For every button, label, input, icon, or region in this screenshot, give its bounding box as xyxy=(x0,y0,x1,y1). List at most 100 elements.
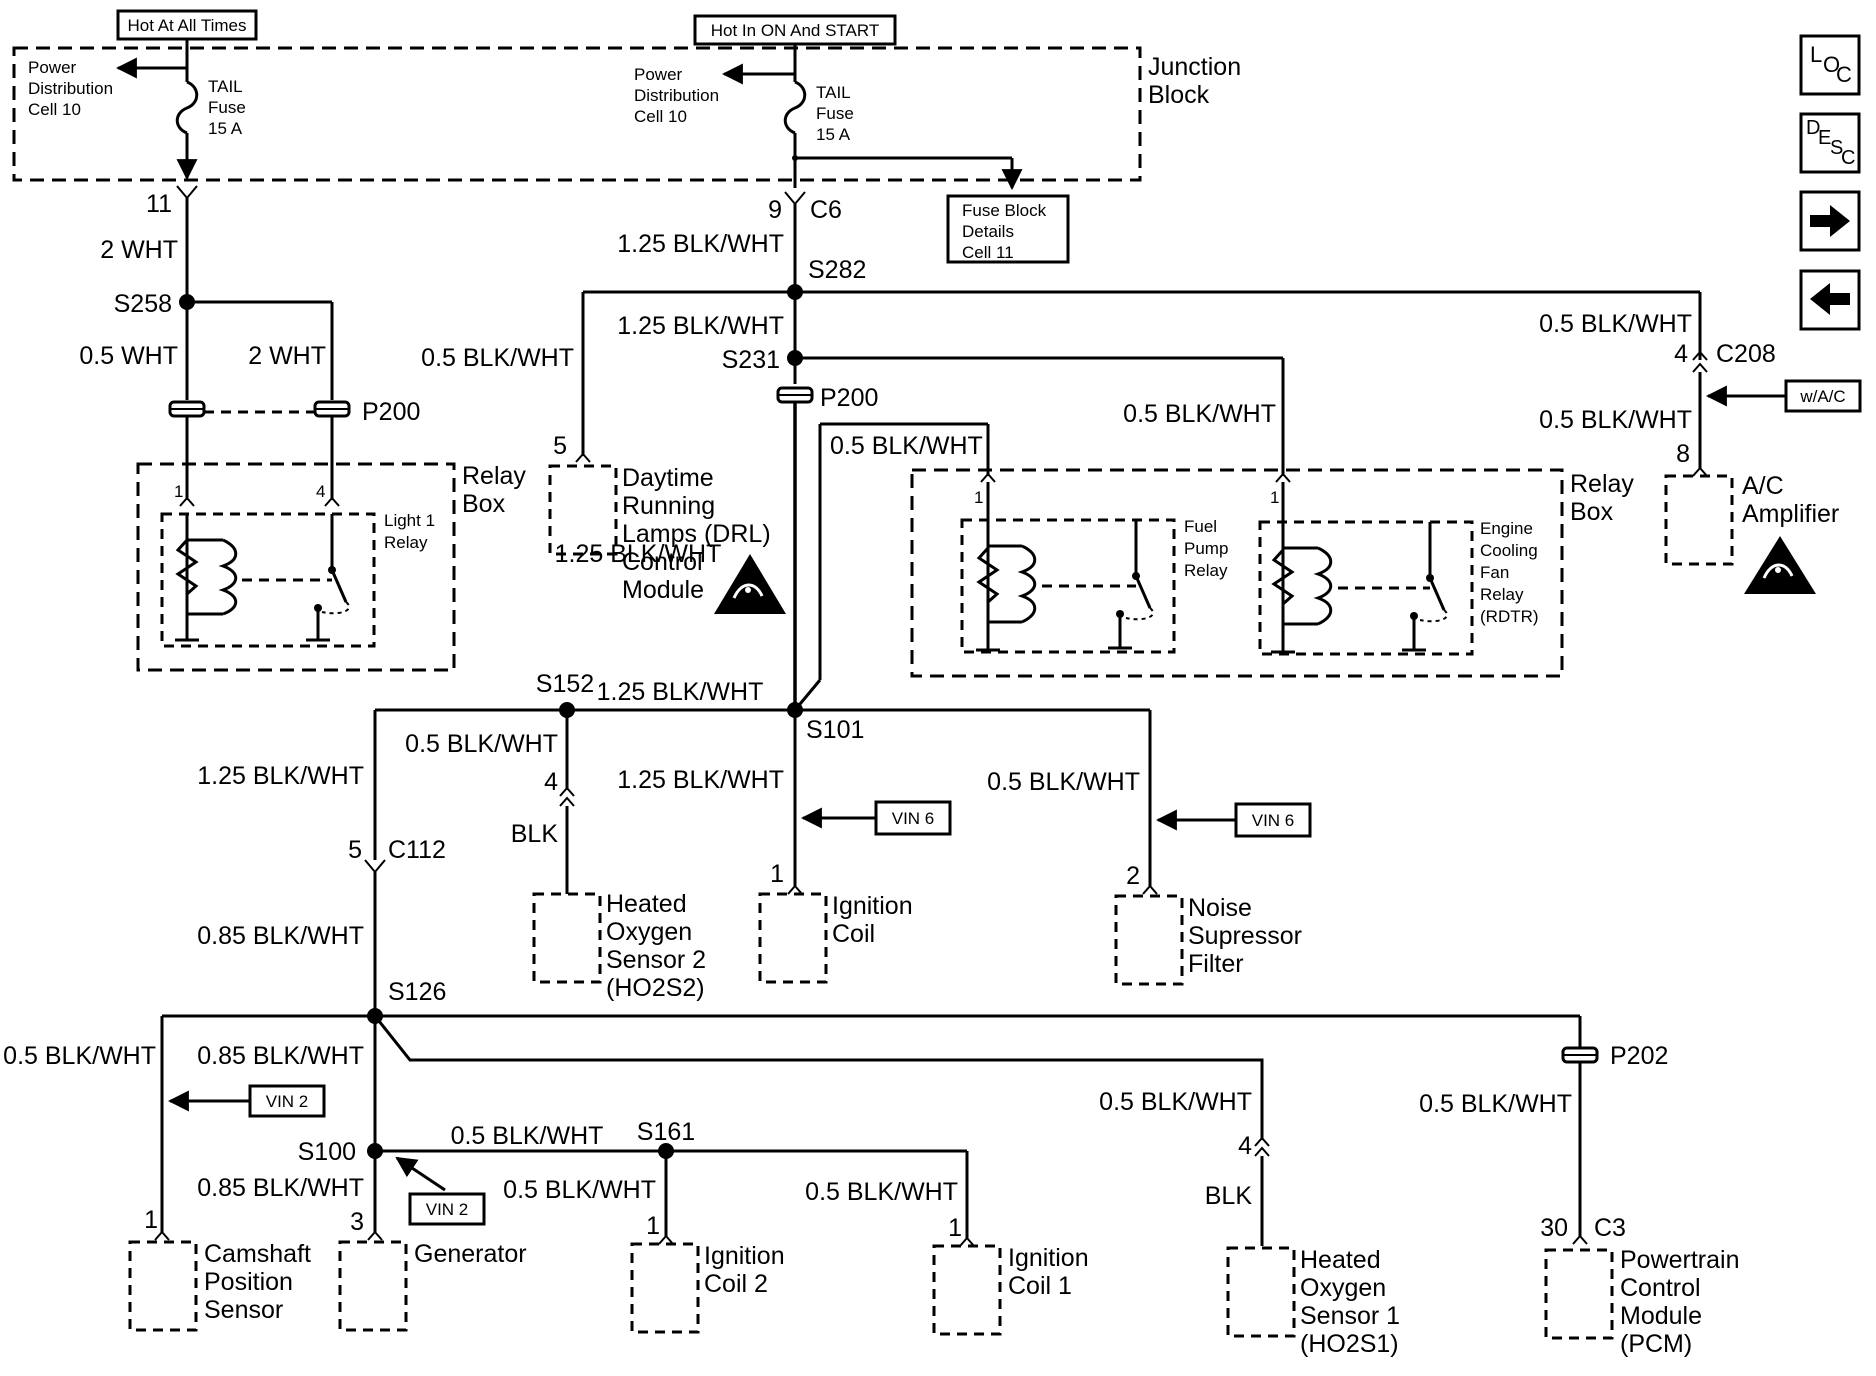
svg-text:Amplifier: Amplifier xyxy=(1742,500,1839,528)
wire-label: 0.5 BLK/WHT xyxy=(1419,1090,1572,1118)
wire-label: 1.25 BLK/WHT xyxy=(617,312,784,340)
splice-label: S282 xyxy=(808,256,866,284)
svg-text:Running: Running xyxy=(622,492,715,520)
loc-letter: O xyxy=(1823,52,1840,77)
wire-label: 0.85 BLK/WHT xyxy=(197,922,364,950)
next-page-button[interactable] xyxy=(1799,190,1861,252)
svg-text:Fuse Block: Fuse Block xyxy=(962,201,1047,220)
svg-text:Cell 11: Cell 11 xyxy=(962,243,1014,262)
tail-fuse-left: Power Distribution Cell 10 TAIL Fuse 15 … xyxy=(28,39,246,181)
svg-text:Fuse: Fuse xyxy=(208,98,246,117)
svg-text:Heated: Heated xyxy=(606,890,687,918)
svg-text:Ignition: Ignition xyxy=(832,892,913,920)
svg-text:Heated: Heated xyxy=(1300,1246,1381,1274)
esd-warning-icon xyxy=(1744,536,1816,594)
wire-label: 0.5 BLK/WHT xyxy=(1099,1088,1252,1116)
svg-text:Sensor 1: Sensor 1 xyxy=(1300,1302,1400,1330)
svg-text:Oxygen: Oxygen xyxy=(1300,1274,1386,1302)
desc-letter: D xyxy=(1806,117,1820,139)
svg-text:Filter: Filter xyxy=(1188,950,1244,978)
svg-text:Power: Power xyxy=(28,58,77,77)
svg-text:Power: Power xyxy=(634,65,683,84)
svg-text:VIN 2: VIN 2 xyxy=(426,1200,469,1219)
svg-text:Engine: Engine xyxy=(1480,519,1533,538)
svg-text:Block: Block xyxy=(1148,81,1210,109)
prev-page-button[interactable] xyxy=(1799,269,1861,331)
vin2-flag: VIN 2 xyxy=(167,1084,326,1118)
desc-button[interactable]: D E S C xyxy=(1799,112,1861,174)
connector-label: C112 xyxy=(388,836,446,864)
pin-label: 1 xyxy=(1270,488,1279,507)
powertrain-control-module: Powertrain Control Module (PCM) xyxy=(1544,1246,1740,1358)
svg-text:VIN 6: VIN 6 xyxy=(892,809,935,828)
vin6-flag: VIN 6 xyxy=(800,800,952,836)
svg-text:Ignition: Ignition xyxy=(704,1242,785,1270)
svg-text:Ignition: Ignition xyxy=(1008,1244,1089,1272)
loc-button[interactable]: L O C xyxy=(1799,34,1861,96)
ignition-coil-2: Ignition Coil 2 xyxy=(630,1242,785,1334)
junction-block-label: Junction Block xyxy=(1148,53,1241,109)
wire-label: 1.25 BLK/WHT xyxy=(617,766,784,794)
svg-text:Junction: Junction xyxy=(1148,53,1241,81)
svg-text:TAIL: TAIL xyxy=(816,83,851,102)
svg-text:Cooling: Cooling xyxy=(1480,541,1538,560)
wire-label: 1.25 BLK/WHT xyxy=(555,540,722,568)
desc-letter: S xyxy=(1830,137,1843,159)
svg-text:Powertrain: Powertrain xyxy=(1620,1246,1740,1274)
noise-suppressor-filter: Noise Supressor Filter xyxy=(1114,894,1302,986)
wire-label: 0.5 BLK/WHT xyxy=(451,1122,604,1150)
svg-text:Distribution: Distribution xyxy=(28,79,113,98)
wire-label: BLK xyxy=(1205,1182,1253,1210)
svg-text:Module: Module xyxy=(1620,1302,1702,1330)
svg-text:Relay: Relay xyxy=(1480,585,1524,604)
wire-label: 1.25 BLK/WHT xyxy=(197,762,364,790)
relay-box-left-label: Box xyxy=(462,490,506,518)
pin-label: 3 xyxy=(350,1208,364,1236)
loc-letter: C xyxy=(1836,62,1852,87)
pin-label: 5 xyxy=(553,432,567,460)
fuse-block-details-link[interactable]: Fuse Block Details Cell 11 xyxy=(946,194,1070,264)
pin-label: 1 xyxy=(144,1206,158,1234)
svg-text:VIN 2: VIN 2 xyxy=(266,1092,309,1111)
ac-amplifier: A/C Amplifier xyxy=(1664,472,1839,594)
pin-label: 4 xyxy=(1238,1132,1252,1160)
fuel-pump-relay: Fuel Pump Relay xyxy=(960,482,1228,654)
pin-label: 1 xyxy=(646,1212,660,1240)
pin-label: 1 xyxy=(974,488,983,507)
wire-label: 0.5 BLK/WHT xyxy=(421,344,574,372)
vin6-flag: VIN 6 xyxy=(1155,802,1312,838)
pin-label: 9 xyxy=(768,196,782,224)
wire-label: 0.5 BLK/WHT xyxy=(830,432,983,460)
pin-label: 4 xyxy=(1674,340,1688,368)
pin-label: 4 xyxy=(316,482,325,501)
svg-text:Distribution: Distribution xyxy=(634,86,719,105)
left-feed-circuit xyxy=(168,185,351,507)
splice-label: S100 xyxy=(298,1138,356,1166)
svg-text:(HO2S2): (HO2S2) xyxy=(606,974,705,1002)
vin2-flag: VIN 2 xyxy=(395,1156,486,1226)
svg-text:Sensor 2: Sensor 2 xyxy=(606,946,706,974)
arrow-left-icon xyxy=(1810,283,1850,315)
pin-label: 5 xyxy=(348,836,362,864)
pin-label: 1 xyxy=(174,482,183,501)
svg-text:Module: Module xyxy=(622,576,704,604)
wire-label: 1.25 BLK/WHT xyxy=(617,230,784,258)
hot-in-on-start-label: Hot In ON And START xyxy=(711,21,880,40)
tail-fuse-right: Power Distribution Cell 10 TAIL Fuse 15 … xyxy=(634,44,1023,191)
relay-box-left-label: Relay xyxy=(462,462,526,490)
pin-label: 1 xyxy=(770,860,784,888)
svg-text:Control: Control xyxy=(1620,1274,1701,1302)
junction-block-outline xyxy=(12,46,1142,182)
ignition-coil-1: Ignition Coil 1 xyxy=(932,1244,1089,1336)
arrow-right-icon xyxy=(1810,205,1850,237)
svg-text:Cell 10: Cell 10 xyxy=(634,107,687,126)
pin-label: 8 xyxy=(1676,440,1690,468)
pin-label: 30 xyxy=(1540,1214,1568,1242)
svg-text:Coil 1: Coil 1 xyxy=(1008,1272,1072,1300)
connector-label: P202 xyxy=(1610,1042,1668,1070)
light1-relay: Light 1 Relay xyxy=(160,511,435,648)
wire-label: 0.5 BLK/WHT xyxy=(987,768,1140,796)
esd-warning-icon xyxy=(714,554,786,614)
wire-label: 0.5 BLK/WHT xyxy=(3,1042,156,1070)
